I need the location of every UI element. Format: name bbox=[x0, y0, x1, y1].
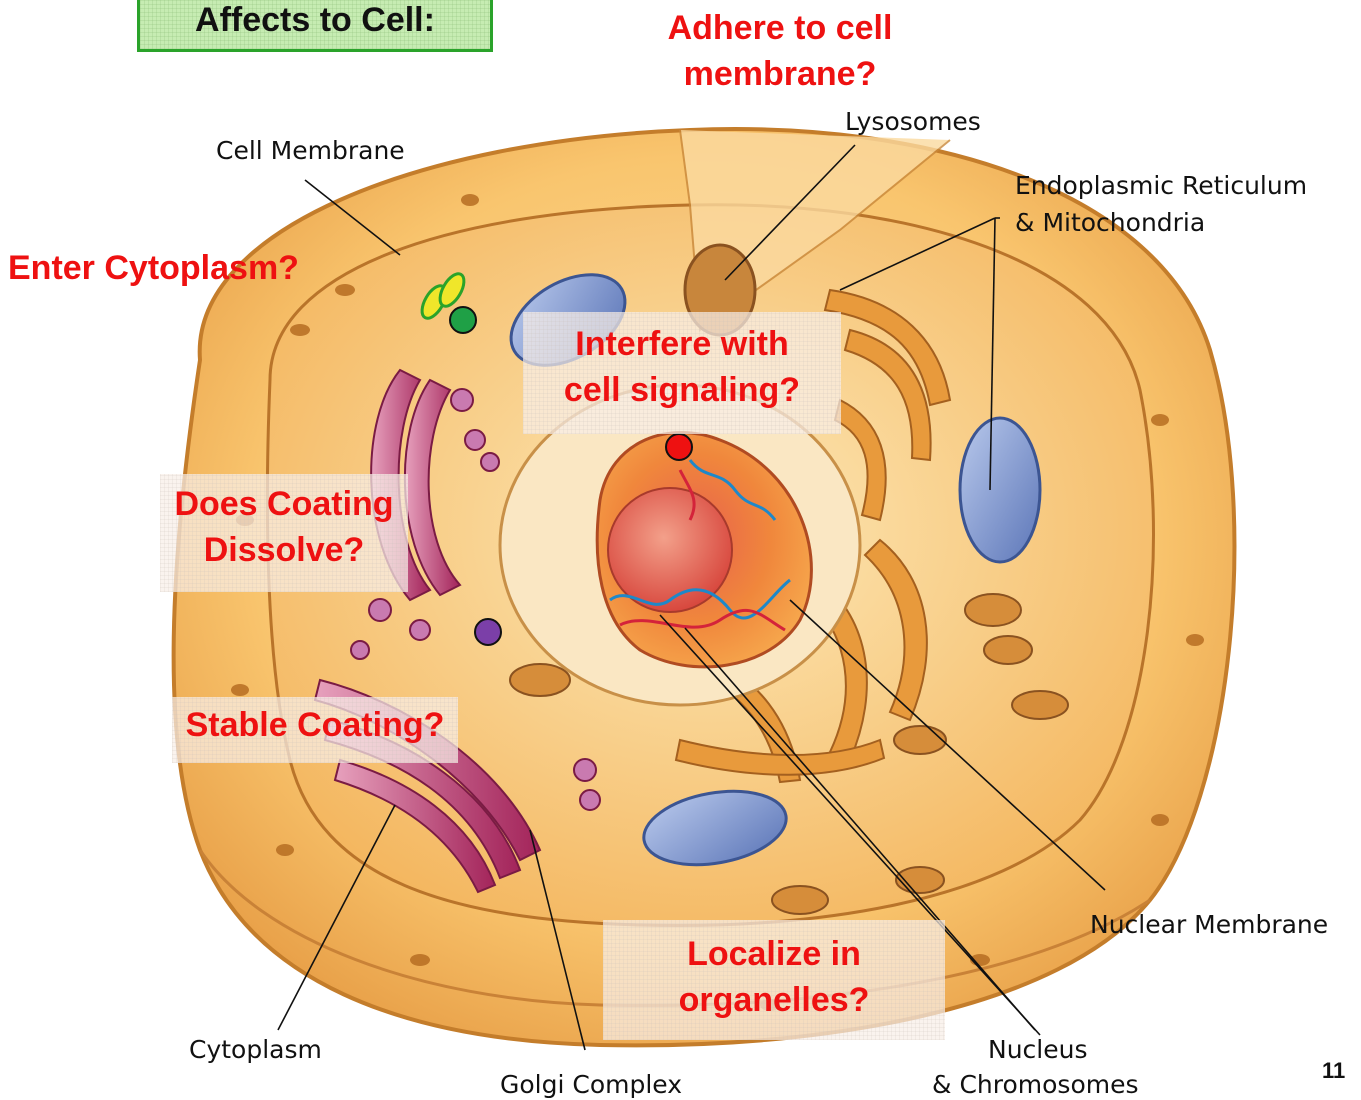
question-adhere: Adhere to cell membrane? bbox=[630, 6, 930, 98]
label-golgi-complex: Golgi Complex bbox=[500, 1070, 682, 1100]
question-interfere: Interfere with cell signaling? bbox=[523, 312, 841, 434]
green-particle bbox=[450, 307, 476, 333]
page-number: 11 bbox=[1322, 1058, 1345, 1084]
label-cytoplasm: Cytoplasm bbox=[189, 1035, 322, 1065]
question-coating-dissolve: Does Coating Dissolve? bbox=[160, 474, 408, 592]
label-er-line2: & Mitochondria bbox=[1015, 208, 1205, 238]
label-nucleus-line1: Nucleus bbox=[988, 1035, 1088, 1065]
question-enter-cytoplasm: Enter Cytoplasm? bbox=[8, 246, 299, 292]
question-localize: Localize in organelles? bbox=[603, 920, 945, 1040]
purple-particle bbox=[475, 619, 501, 645]
label-nuclear-membrane: Nuclear Membrane bbox=[1090, 910, 1328, 940]
label-cell-membrane: Cell Membrane bbox=[216, 136, 405, 166]
title: Affects to Cell: bbox=[140, 1, 490, 40]
label-nucleus-line2: & Chromosomes bbox=[932, 1070, 1139, 1100]
title-box: Affects to Cell: bbox=[137, 0, 493, 52]
question-stable-coating: Stable Coating? bbox=[172, 697, 458, 763]
label-er-line1: Endoplasmic Reticulum bbox=[1015, 171, 1307, 201]
label-lysosomes: Lysosomes bbox=[845, 107, 981, 137]
red-particle bbox=[666, 434, 692, 460]
